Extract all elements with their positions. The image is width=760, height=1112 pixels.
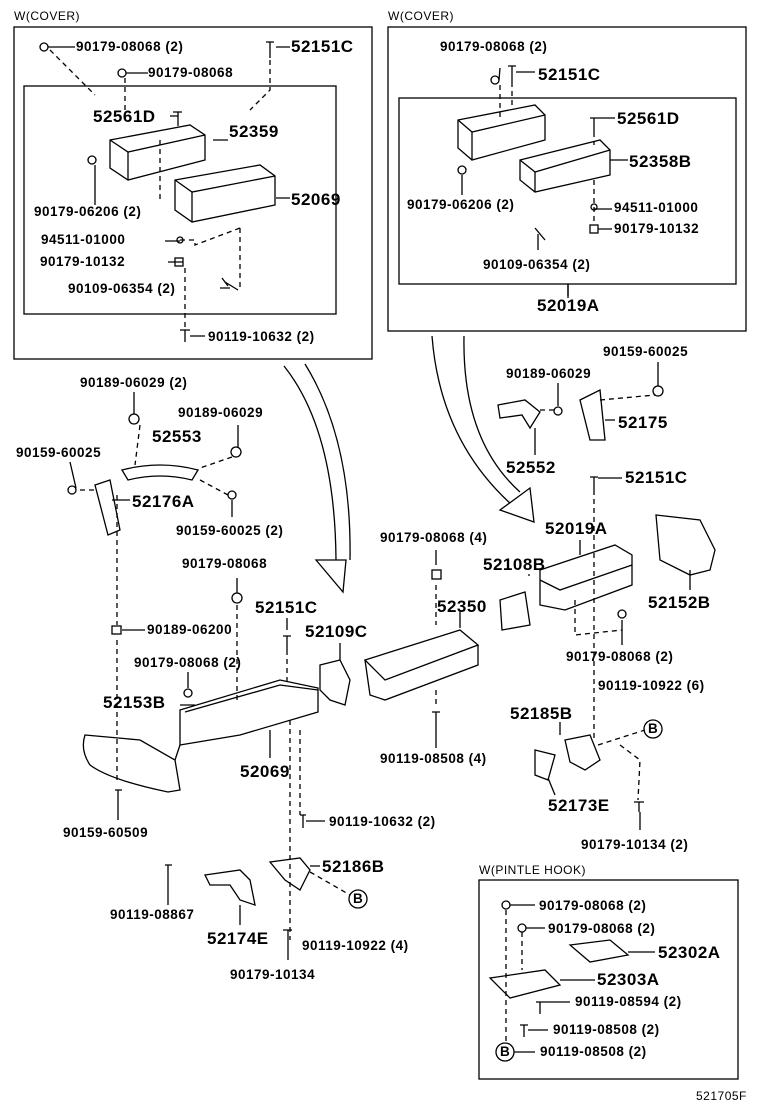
part-label: 52303A <box>597 970 660 989</box>
left-cover-parts <box>39 41 276 342</box>
bumper-end-assembly <box>67 413 368 942</box>
figure-code: 521705F <box>696 1089 747 1103</box>
pintle-hook-frame <box>478 879 739 1080</box>
transfer-arrow-right <box>431 335 535 523</box>
part-label: 90159-60025 <box>603 344 689 359</box>
part-label: 90179-08068 (2) <box>440 39 548 54</box>
cover-inner-frame-left <box>23 85 337 315</box>
part-label: 90179-08068 (2) <box>134 655 242 670</box>
part-label: 90179-08068 (2) <box>548 921 656 936</box>
callout-b-marker: B <box>648 721 659 736</box>
part-label: 52069 <box>291 190 341 209</box>
part-label: 90179-06206 (2) <box>407 197 515 212</box>
pintle-hook-parts <box>488 900 630 1062</box>
part-label: 90119-08867 <box>110 907 195 922</box>
part-label: 90179-08068 <box>148 65 234 80</box>
part-label: 52108B <box>483 555 546 574</box>
part-label: 52151C <box>538 65 601 84</box>
part-label: 90119-08508 (2) <box>553 1022 660 1037</box>
part-label: 90179-10132 <box>40 254 126 269</box>
part-label: 52186B <box>322 857 385 876</box>
part-label: 52174E <box>207 929 269 948</box>
part-label: 52151C <box>625 468 688 487</box>
part-label: 52019A <box>537 296 600 315</box>
part-label: 94511-01000 <box>614 200 699 215</box>
callout-b-marker: B <box>500 1044 511 1059</box>
part-label: 90119-08594 (2) <box>575 994 682 1009</box>
part-label: 90179-06206 (2) <box>34 204 142 219</box>
part-label: 52152B <box>648 593 711 612</box>
part-label: 90179-08068 (2) <box>566 649 674 664</box>
part-label: 90119-10632 (2) <box>329 814 436 829</box>
part-label: 52173E <box>548 796 610 815</box>
part-label: 52019A <box>545 519 608 538</box>
part-label: 90119-10632 (2) <box>208 329 315 344</box>
right-cover-parts <box>457 65 611 296</box>
callout-b-marker: B <box>353 891 364 906</box>
part-label: 90119-10922 (6) <box>598 678 705 693</box>
cover-frame-right <box>387 26 747 332</box>
part-label: 52069 <box>240 762 290 781</box>
part-label: 52175 <box>618 413 668 432</box>
cover-frame-left <box>13 26 373 360</box>
part-label: 52176A <box>132 492 195 511</box>
part-label: 90179-10134 (2) <box>581 837 689 852</box>
part-label: 90119-10922 (4) <box>302 938 409 953</box>
part-label: 90179-08068 (4) <box>380 530 488 545</box>
pintle-hook-caption: W(PINTLE HOOK) <box>479 863 587 877</box>
cover-caption-left: W(COVER) <box>14 9 80 23</box>
leader-lines <box>48 46 691 1053</box>
transfer-arrow-left <box>283 363 351 594</box>
part-label: 90189-06200 <box>147 622 233 637</box>
part-label: 52553 <box>152 427 202 446</box>
part-label: 90109-06354 (2) <box>483 257 591 272</box>
part-label: 52153B <box>103 693 166 712</box>
part-label: 52561D <box>93 107 156 126</box>
part-label: 52109C <box>305 622 368 641</box>
step-and-frame-assembly <box>363 385 716 812</box>
part-label: 90119-08508 (4) <box>380 751 487 766</box>
part-label: 90189-06029 (2) <box>80 375 188 390</box>
part-label: 90159-60025 <box>16 445 102 460</box>
part-label: 52358B <box>629 152 692 171</box>
part-label: 90189-06029 <box>178 405 264 420</box>
part-label: 90179-10132 <box>614 221 700 236</box>
part-label: 52561D <box>617 109 680 128</box>
part-label: 90179-08068 (2) <box>539 898 647 913</box>
part-label: 52359 <box>229 122 279 141</box>
part-label: 90179-08068 (2) <box>76 39 184 54</box>
part-label: 52350 <box>437 597 487 616</box>
part-label: 52185B <box>510 704 573 723</box>
part-label: 52552 <box>506 458 556 477</box>
part-label: 94511-01000 <box>41 232 126 247</box>
part-label: 90119-08508 (2) <box>540 1044 647 1059</box>
part-label: 52151C <box>291 37 354 56</box>
part-label: 90159-60025 (2) <box>176 523 284 538</box>
part-label: 90179-10134 <box>230 967 316 982</box>
part-label: 90159-60509 <box>63 825 149 840</box>
part-label: 52151C <box>255 598 318 617</box>
part-label: 52302A <box>658 943 721 962</box>
part-label: 90189-06029 <box>506 366 592 381</box>
cover-caption-right: W(COVER) <box>388 9 454 23</box>
part-label: 90109-06354 (2) <box>68 281 176 296</box>
part-label: 90179-08068 <box>182 556 268 571</box>
